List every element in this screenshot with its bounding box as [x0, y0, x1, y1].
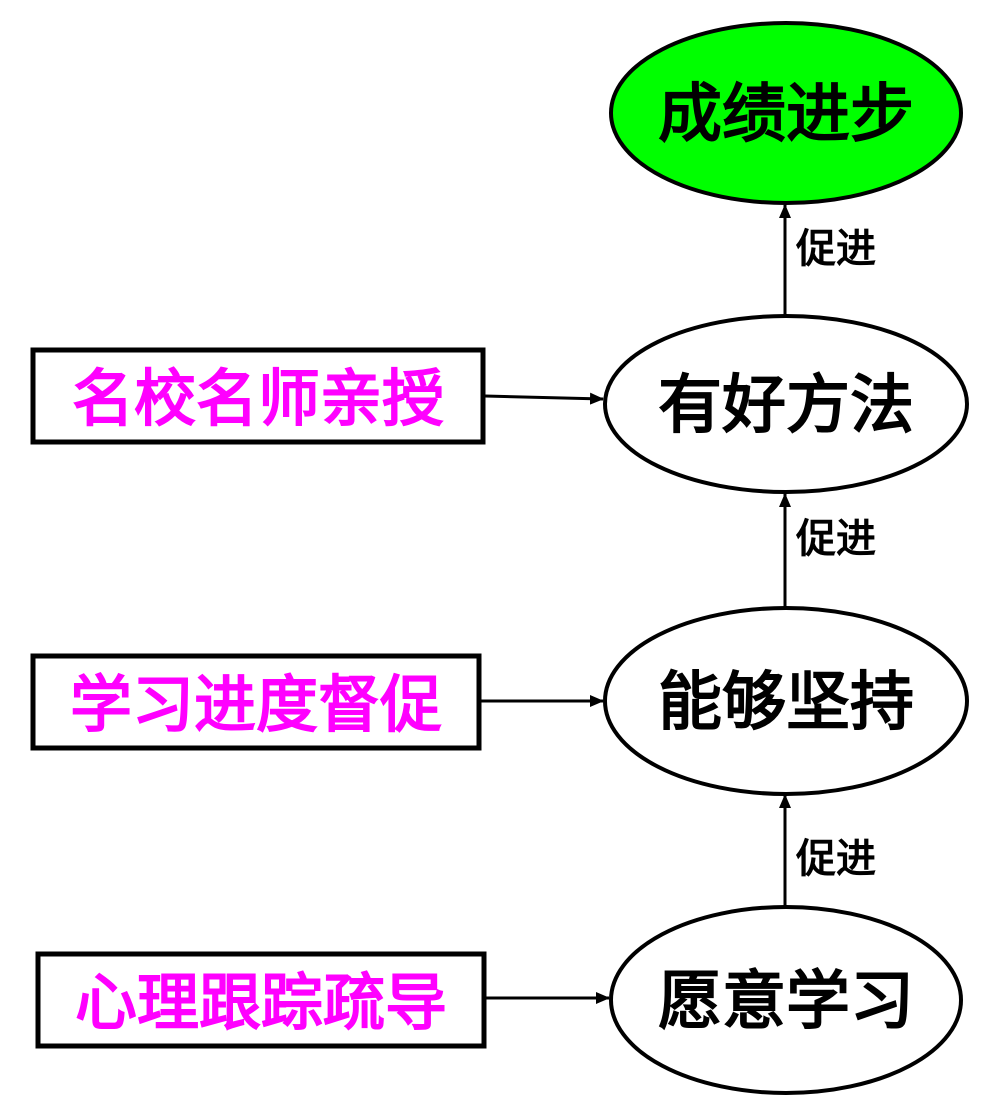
source-psychological-guidance: 心理跟踪疏导: [35, 951, 487, 1049]
node-grades-improve-shape: [609, 21, 963, 205]
arrow-famous-teachers-to-method: [484, 392, 604, 405]
node-willing-to-learn-label: 愿意学习: [658, 965, 914, 1039]
edge-label-willing-to-persevere: 促进: [795, 836, 876, 882]
source-famous-teachers-label: 名校名师亲授: [72, 362, 444, 435]
node-grades-improve-label: 成绩进步: [658, 78, 914, 152]
source-famous-teachers-box: [30, 347, 486, 445]
node-good-method-label: 有好方法: [658, 369, 914, 443]
edge-label-method-to-grades: 促进: [795, 226, 876, 272]
source-psychological-guidance-box: [35, 951, 487, 1049]
node-willing-to-learn-shape: [609, 905, 963, 1095]
edge-label-persevere-to-method: 促进: [795, 516, 876, 562]
node-willing-to-learn: 愿意学习: [609, 905, 963, 1095]
node-good-method: 有好方法: [603, 314, 969, 494]
node-grades-improve: 成绩进步: [609, 21, 963, 205]
source-progress-supervision: 学习进度督促: [30, 653, 482, 751]
source-famous-teachers: 名校名师亲授: [30, 347, 486, 445]
source-progress-supervision-box: [30, 653, 482, 751]
node-persevere-label: 能够坚持: [658, 666, 914, 740]
node-persevere: 能够坚持: [603, 606, 969, 796]
source-progress-supervision-label: 学习进度督促: [70, 668, 442, 741]
source-psychological-guidance-label: 心理跟踪疏导: [75, 966, 447, 1039]
